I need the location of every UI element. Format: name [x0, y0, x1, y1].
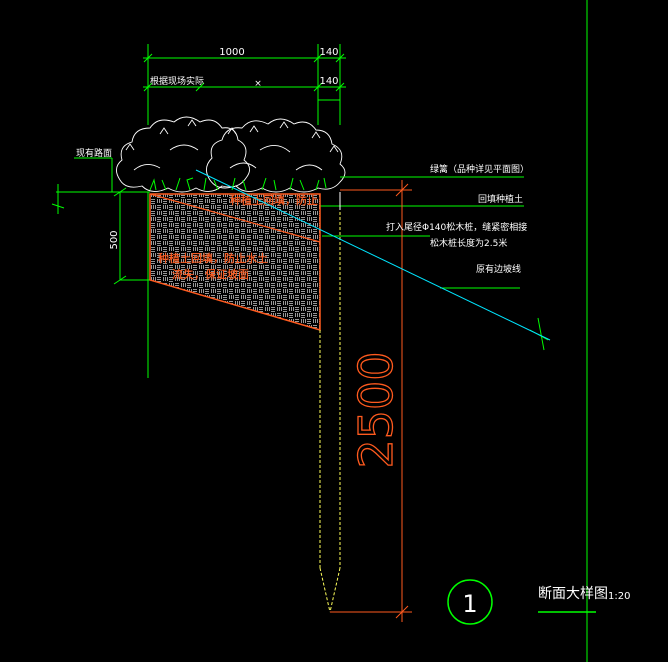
depth-500-label: 500	[109, 230, 120, 249]
detail-title: 断面大样图	[538, 586, 608, 602]
label-pile-note-2: 松木桩长度为2.5米	[430, 237, 507, 249]
slope-cut-line	[149, 193, 321, 243]
dim-140-bottom-label: 140	[319, 76, 338, 87]
hedge-stems	[149, 177, 327, 191]
hatch-text-upper: 种植土回填，防止	[230, 193, 318, 207]
label-greening: 绿篱（品种详见平面图）	[430, 163, 529, 175]
label-pile-note-1: 打入尾径Φ140松木桩，缝紧密相接	[386, 221, 527, 233]
wooden-pile	[319, 192, 341, 613]
top-dimension-group	[143, 44, 346, 125]
hatch-text-lower-2: 流失，保证坡面	[172, 267, 249, 281]
label-original-slope: 原有边坡线	[476, 263, 521, 275]
original-slope-line	[195, 169, 551, 341]
dim-140-top-label: 140	[319, 47, 338, 58]
dim-span-label: 根据现场实际	[150, 75, 204, 87]
label-existing-pavement: 现有路面	[76, 147, 112, 159]
detail-scale: 1:20	[608, 591, 630, 602]
hatch-text-lower-1: 种植土回填，防止水土	[158, 251, 268, 265]
dim-1000-label: 1000	[219, 47, 244, 58]
pile-length-label: 2500	[349, 351, 403, 468]
shrub-hedge	[116, 116, 346, 193]
dim-span-marker: ×	[254, 79, 262, 89]
pile-length-dimension	[330, 180, 412, 622]
detail-number: 1	[462, 590, 477, 618]
detail-number-circle	[447, 579, 493, 625]
leader-lines	[51, 157, 549, 378]
label-backfill: 回填种植土	[478, 193, 523, 205]
